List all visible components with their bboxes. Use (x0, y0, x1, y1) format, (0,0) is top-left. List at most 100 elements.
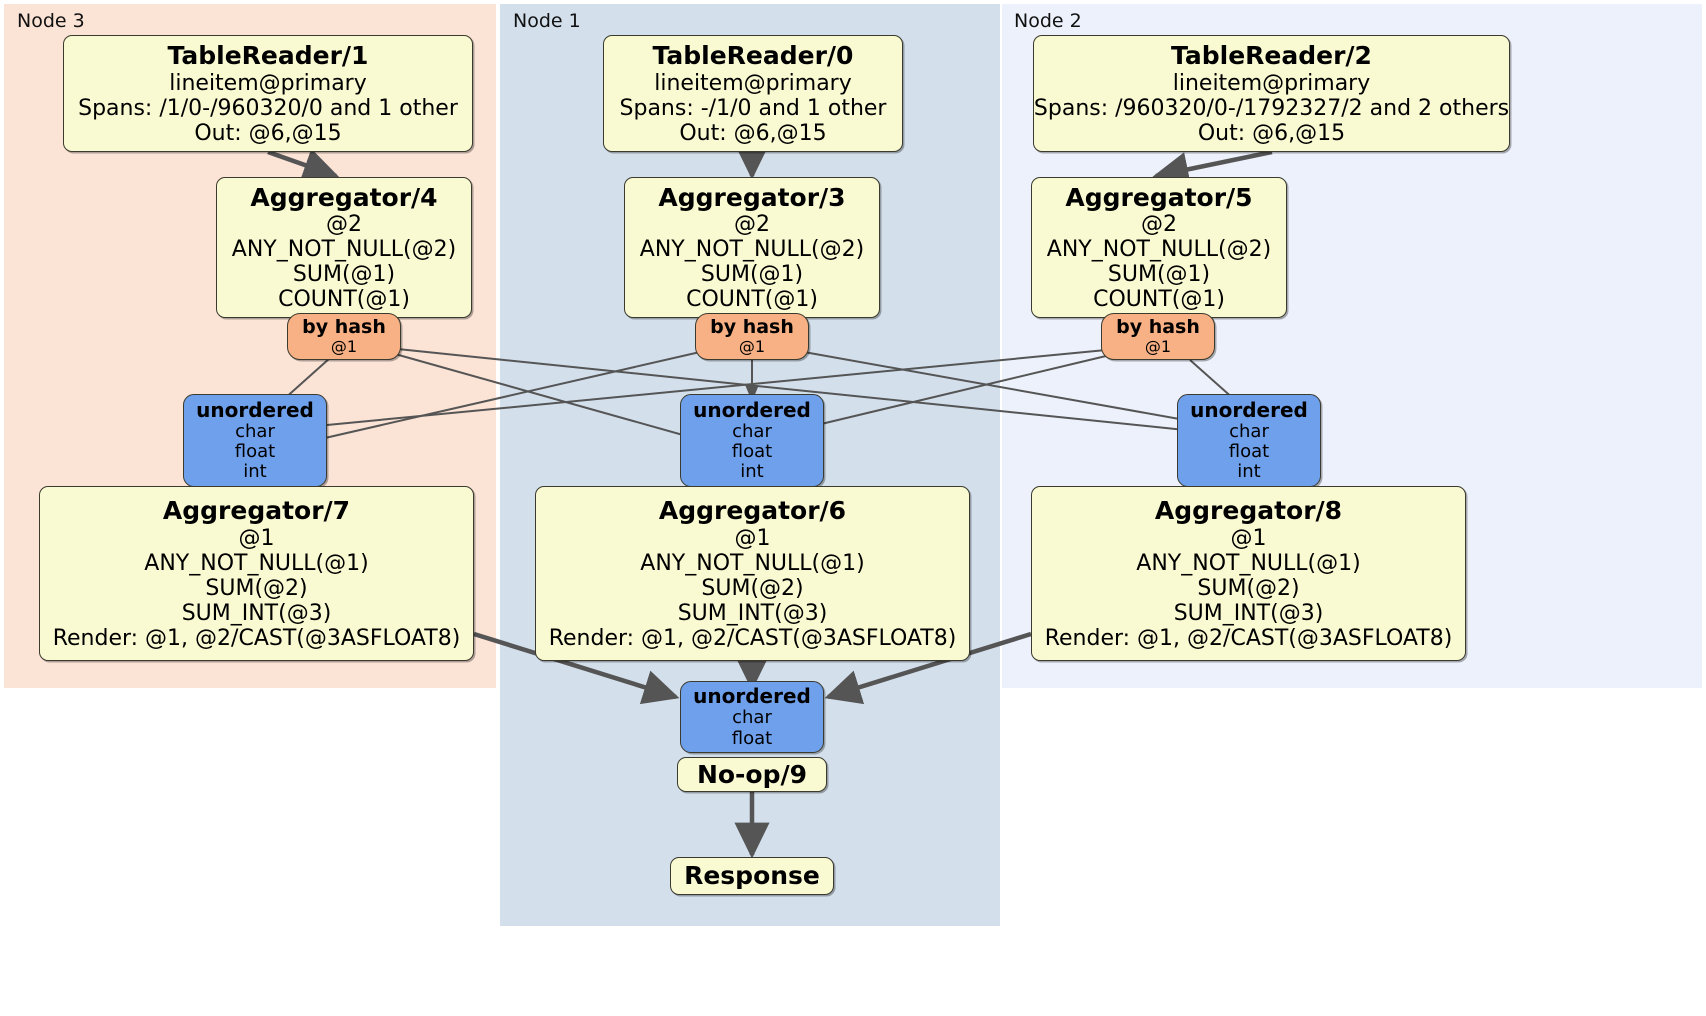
sync-title: unordered (196, 397, 314, 422)
node-line: lineitem@primary (1172, 70, 1371, 96)
sync-unordered-final[interactable]: unordered char float (680, 681, 824, 753)
sync-line: float (234, 440, 276, 462)
router-line: @1 (330, 337, 358, 357)
edge-hashR-unoC (816, 355, 1107, 426)
node-line: Spans: /1/0-/960320/0 and 1 other (78, 95, 458, 121)
node-title: Aggregator/5 (1065, 182, 1253, 212)
node-line: @1 (734, 525, 771, 551)
node-title: Aggregator/4 (250, 182, 438, 212)
router-title: by hash (710, 316, 794, 339)
node-line: COUNT(@1) (278, 287, 410, 313)
node-line: ANY_NOT_NULL(@1) (144, 550, 369, 576)
edge-hashL-unoC (387, 351, 691, 438)
node-line: SUM_INT(@3) (677, 600, 828, 626)
node-aggregator-5[interactable]: Aggregator/5 @2 ANY_NOT_NULL(@2) SUM(@1)… (1031, 177, 1287, 318)
router-line: @1 (738, 337, 766, 357)
router-by-hash-left[interactable]: by hash @1 (287, 313, 401, 360)
node-line: COUNT(@1) (1093, 287, 1225, 313)
node-line: Render: @1, @2/CAST(@3ASFLOAT8) (548, 625, 957, 651)
edge-agg8-final (824, 631, 1032, 705)
edge-hashL-unoL (282, 357, 331, 401)
node-line: @2 (326, 212, 362, 238)
edge-agg7-final (473, 631, 680, 705)
node-tablereader-2[interactable]: TableReader/2 lineitem@primary Spans: /9… (1033, 35, 1510, 152)
node-line: @2 (1141, 212, 1177, 238)
node-line: Render: @1, @2/CAST(@3ASFLOAT8) (52, 625, 461, 651)
node-line: SUM_INT(@3) (181, 600, 332, 626)
node-tablereader-1[interactable]: TableReader/1 lineitem@primary Spans: /1… (63, 35, 473, 152)
sync-line: int (740, 461, 764, 483)
node-title: Aggregator/7 (162, 496, 351, 526)
node-line: Out: @6,@15 (194, 120, 342, 146)
sync-line: float (731, 440, 773, 462)
node-aggregator-4[interactable]: Aggregator/4 @2 ANY_NOT_NULL(@2) SUM(@1)… (216, 177, 472, 318)
sync-title: unordered (693, 397, 811, 422)
sync-title: unordered (693, 684, 811, 709)
edge-hashR-unoL (326, 349, 1107, 426)
node-line: @1 (238, 525, 275, 551)
sync-line: char (732, 420, 772, 442)
sync-line: float (1228, 440, 1270, 462)
node-line: SUM(@2) (1197, 575, 1300, 601)
node-line: ANY_NOT_NULL(@2) (639, 237, 865, 263)
sync-line: char (1229, 420, 1269, 442)
sync-line: float (731, 727, 773, 749)
node-line: SUM(@1) (1107, 262, 1211, 288)
node-response[interactable]: Response (670, 857, 834, 895)
node-line: COUNT(@1) (686, 287, 818, 313)
node-line: @1 (1230, 525, 1267, 551)
node-line: lineitem@primary (654, 70, 852, 96)
node-title: No-op/9 (696, 759, 808, 789)
sync-unordered-right[interactable]: unordered char float int (1177, 394, 1321, 487)
node-line: Out: @6,@15 (1197, 120, 1346, 146)
sync-line: char (235, 420, 275, 442)
edge-hashC-unoR (803, 351, 1186, 421)
node-title: Aggregator/8 (1154, 496, 1343, 526)
panel-label-node-1: Node 1 (513, 10, 581, 32)
node-line: Render: @1, @2/CAST(@3ASFLOAT8) (1044, 625, 1453, 651)
sync-line: int (243, 461, 267, 483)
node-line: ANY_NOT_NULL(@1) (640, 550, 865, 576)
node-title: Aggregator/3 (658, 182, 846, 212)
node-line: SUM_INT(@3) (1173, 600, 1324, 626)
node-line: SUM(@1) (700, 262, 804, 288)
node-line: lineitem@primary (169, 70, 367, 96)
node-line: Spans: -/1/0 and 1 other (619, 95, 887, 121)
edge-tr1-agg4 (267, 148, 340, 182)
node-line: ANY_NOT_NULL(@2) (231, 237, 457, 263)
node-title: TableReader/1 (167, 41, 369, 71)
panel-label-node-2: Node 2 (1014, 10, 1082, 32)
sync-line: char (732, 707, 772, 729)
router-line: @1 (1144, 337, 1172, 357)
node-title: TableReader/0 (652, 41, 854, 71)
edge-hashL-unoR (387, 347, 1186, 431)
node-line: SUM(@2) (701, 575, 804, 601)
node-tablereader-0[interactable]: TableReader/0 lineitem@primary Spans: -/… (603, 35, 903, 152)
node-aggregator-7[interactable]: Aggregator/7 @1 ANY_NOT_NULL(@1) SUM(@2)… (39, 486, 474, 661)
router-title: by hash (302, 316, 386, 339)
node-line: ANY_NOT_NULL(@1) (1136, 550, 1361, 576)
node-no-op-9[interactable]: No-op/9 (677, 757, 827, 792)
sync-title: unordered (1190, 397, 1308, 422)
node-title: TableReader/2 (1171, 41, 1372, 71)
node-aggregator-6[interactable]: Aggregator/6 @1 ANY_NOT_NULL(@1) SUM(@2)… (535, 486, 970, 661)
node-title: Response (684, 861, 820, 891)
node-line: Spans: /960320/0-/1792327/2 and 2 others (1033, 95, 1510, 121)
sync-line: int (1237, 461, 1261, 483)
sync-unordered-center[interactable]: unordered char float int (680, 394, 824, 487)
node-aggregator-3[interactable]: Aggregator/3 @2 ANY_NOT_NULL(@2) SUM(@1)… (624, 177, 880, 318)
router-title: by hash (1116, 316, 1200, 339)
node-aggregator-8[interactable]: Aggregator/8 @1 ANY_NOT_NULL(@1) SUM(@2)… (1031, 486, 1466, 661)
router-by-hash-right[interactable]: by hash @1 (1101, 313, 1215, 360)
sync-unordered-left[interactable]: unordered char float int (183, 394, 327, 487)
edge-tr2-agg5 (1152, 149, 1273, 187)
node-line: SUM(@2) (205, 575, 308, 601)
panel-label-node-3: Node 3 (17, 10, 85, 32)
router-by-hash-center[interactable]: by hash @1 (695, 313, 809, 360)
edge-hashR-unoR (1189, 359, 1236, 401)
node-line: @2 (734, 212, 770, 238)
edge-hashC-unoL (324, 351, 701, 439)
node-line: Out: @6,@15 (679, 120, 827, 146)
